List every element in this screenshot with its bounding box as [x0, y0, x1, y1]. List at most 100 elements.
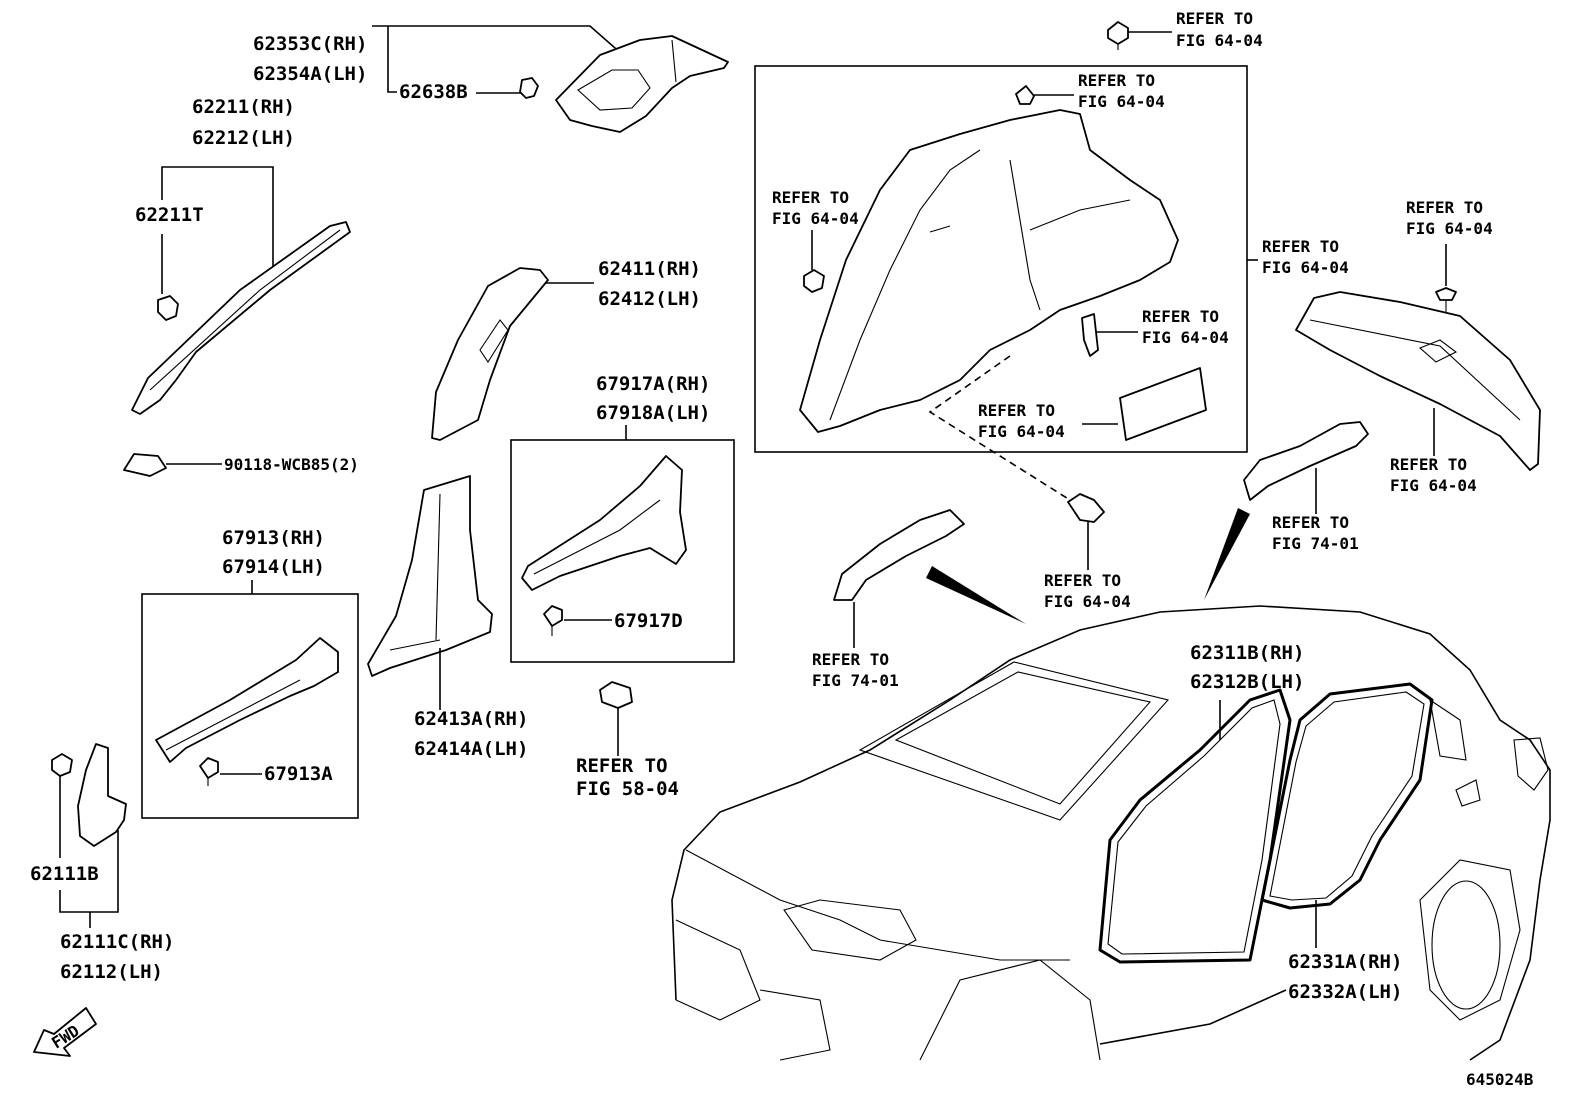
screw-right-icon [1435, 287, 1457, 316]
cover-box-icon [1119, 367, 1207, 441]
label-62354a: 62354A(LH) [253, 63, 367, 85]
label-62211t: 62211T [135, 204, 204, 226]
refer-mid-line2: FIG 64-04 [1044, 592, 1131, 611]
refer-right-bottom-line1: REFER TO [1390, 455, 1467, 474]
label-62112: 62112(LH) [60, 961, 163, 983]
label-62413a: 62413A(RH) [414, 708, 528, 730]
label-67917d: 67917D [614, 610, 683, 632]
label-62312b: 62312B(LH) [1190, 671, 1304, 693]
refer-top-line1: REFER TO [1176, 9, 1253, 28]
clip-top-icon [1107, 21, 1129, 50]
cowl-side-trim [77, 743, 127, 847]
label-62111c: 62111C(RH) [60, 931, 174, 953]
clip-box-left-icon [803, 269, 825, 293]
clip-box-top-icon [1015, 85, 1035, 105]
label-67918a: 67918A(LH) [596, 402, 710, 424]
clip-62638b-icon [519, 77, 539, 99]
refer-box-c-line1: REFER TO [1142, 307, 1219, 326]
refer-right-bottom-line2: FIG 64-04 [1390, 476, 1477, 495]
refer-58-04-line2: FIG 58-04 [576, 778, 679, 800]
assist-grip-right [1243, 421, 1369, 501]
luggage-side-trim [799, 109, 1179, 433]
refer-58-04-group: REFER TO FIG 58-04 [576, 681, 679, 800]
back-door-trim [1295, 291, 1541, 471]
label-62353c: 62353C(RH) [253, 33, 367, 55]
refer-top-line2: FIG 64-04 [1176, 31, 1263, 50]
bracket-box-right-icon [1081, 313, 1099, 357]
label-67914: 67914(LH) [222, 556, 325, 578]
label-90118: 90118-WCB85(2) [224, 455, 359, 474]
front-scuff-plate-group: 67913(RH) 67914(LH) 67913A [141, 527, 359, 819]
front-pillar-garnish-group: 62211(RH) 62212(LH) 62211T 90118-WCB85(2… [123, 96, 359, 477]
back-door-trim-group: REFER TO FIG 64-04 REFER TO FIG 64-04 [1295, 198, 1541, 495]
windshield [858, 661, 1170, 821]
label-62311b: 62311B(RH) [1190, 642, 1304, 664]
clip-62111b-icon [51, 753, 73, 777]
fwd-arrow-icon: FWD [33, 1007, 97, 1057]
quarter-window-trim-group: 62353C(RH) 62354A(LH) 62638B [253, 25, 729, 133]
center-pillar-lower-group: 62413A(RH) 62414A(LH) [367, 475, 528, 760]
label-67913a: 67913A [264, 763, 333, 785]
label-62638b: 62638B [399, 81, 468, 103]
assist-grip-left-group: REFER TO FIG 74-01 [812, 509, 1026, 690]
clip-90118-icon [123, 453, 167, 477]
label-62411: 62411(RH) [598, 258, 701, 280]
center-pillar-upper-group: 62411(RH) 62412(LH) [431, 258, 701, 441]
refer-grip-right-line1: REFER TO [1272, 513, 1349, 532]
front-wheel-arch [919, 959, 1101, 1061]
refer-grip-right-line2: FIG 74-01 [1272, 534, 1359, 553]
front-scuff-box [141, 593, 359, 819]
center-pillar-lower-garnish [367, 475, 493, 677]
refer-top-group: REFER TO FIG 64-04 [1107, 9, 1263, 50]
label-62332a: 62332A(LH) [1288, 981, 1402, 1003]
clip-67913a-icon [199, 757, 219, 786]
refer-box-right-group: REFER TO FIG 64-04 [1247, 237, 1349, 277]
refer-box-a-line2: FIG 64-04 [1078, 92, 1165, 111]
diagram-id: 645024B [1466, 1070, 1534, 1089]
refer-box-c-line2: FIG 64-04 [1142, 328, 1229, 347]
headlamp [783, 899, 917, 961]
scuff-plate-box [510, 439, 735, 663]
rear-scuff-plate [521, 455, 687, 591]
label-62211: 62211(RH) [192, 96, 295, 118]
refer-box-d-line1: REFER TO [978, 401, 1055, 420]
label-62111b: 62111B [30, 863, 99, 885]
front-pillar-garnish [131, 221, 351, 415]
vehicle-body [671, 605, 1551, 1061]
rear-wheel-arch [1419, 859, 1521, 1021]
refer-box-d-line2: FIG 64-04 [978, 422, 1065, 441]
pointer-grip-right-icon [1204, 508, 1250, 600]
luggage-side-trim-group: REFER TO FIG 64-04 REFER TO FIG 64-04 RE… [754, 65, 1248, 501]
cowl-side-trim-group: 62111B 62111C(RH) 62112(LH) [30, 743, 174, 983]
refer-clip-mid-group: REFER TO FIG 64-04 [1044, 493, 1131, 611]
assist-grip-right-group: REFER TO FIG 74-01 [1204, 421, 1369, 600]
quarter-window-trim [555, 35, 729, 133]
refer-box-right-line2: FIG 64-04 [1262, 258, 1349, 277]
rear-door-weatherstrip [1260, 682, 1434, 910]
refer-box-a-line1: REFER TO [1078, 71, 1155, 90]
refer-58-04-line1: REFER TO [576, 755, 668, 777]
refer-grip-left-line2: FIG 74-01 [812, 671, 899, 690]
label-62414a: 62414A(LH) [414, 738, 528, 760]
refer-box-b-line1: REFER TO [772, 188, 849, 207]
clip-58-04-icon [599, 681, 633, 709]
assist-grip-left [833, 509, 965, 601]
weatherstrip-labels: 62311B(RH) 62312B(LH) 62331A(RH) 62332A(… [1099, 642, 1402, 1045]
refer-right-top-line1: REFER TO [1406, 198, 1483, 217]
label-67917a: 67917A(RH) [596, 373, 710, 395]
rear-scuff-plate-group: 67917A(RH) 67918A(LH) 67917D [510, 373, 735, 663]
label-62412: 62412(LH) [598, 288, 701, 310]
label-62212: 62212(LH) [192, 127, 295, 149]
refer-grip-left-line1: REFER TO [812, 650, 889, 669]
refer-mid-line1: REFER TO [1044, 571, 1121, 590]
pointer-grip-left-icon [926, 566, 1026, 624]
luggage-trim-box [754, 65, 1248, 453]
refer-box-right-line1: REFER TO [1262, 237, 1339, 256]
clip-62211t-icon [157, 295, 179, 321]
clip-67917d-icon [543, 605, 563, 636]
refer-box-b-line2: FIG 64-04 [772, 209, 859, 228]
refer-right-top-line2: FIG 64-04 [1406, 219, 1493, 238]
label-62331a: 62331A(RH) [1288, 951, 1402, 973]
center-pillar-upper-garnish [431, 267, 549, 441]
